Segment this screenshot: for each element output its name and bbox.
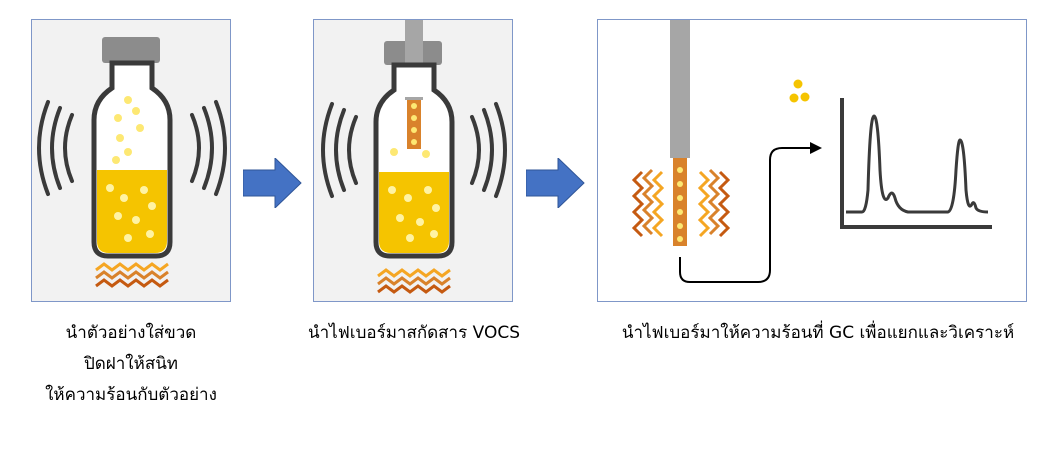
heat-waves-icon — [631, 168, 731, 238]
step-3-panel — [597, 19, 1027, 302]
heat-waves-icon — [377, 268, 451, 294]
chromatogram-icon — [840, 98, 992, 229]
caption-line: ให้ความร้อนกับตัวอย่าง — [45, 385, 217, 405]
vibration-waves-icon — [37, 100, 227, 196]
spme-fiber-icon — [407, 97, 421, 149]
bubbles — [106, 96, 156, 242]
caption-line: ปิดฝาให้สนิท — [83, 354, 179, 374]
gc-analysis-illustration — [631, 20, 992, 283]
step-3-caption: นำไฟเบอร์มาให้ความร้อนที่ GC เพื่อแยกและ… — [583, 318, 1053, 349]
step-2-panel — [313, 19, 513, 302]
caption-line: นำตัวอย่างใส่ขวด — [65, 323, 197, 343]
sample-liquid — [97, 170, 167, 253]
vial-heating-illustration — [37, 37, 227, 288]
step-1-caption: นำตัวอย่างใส่ขวด ปิดฝาให้สนิท ให้ความร้อ… — [31, 318, 231, 411]
vibration-waves-icon — [321, 102, 507, 198]
process-arrow-1-icon — [243, 158, 302, 208]
flow-arrow-icon — [679, 147, 810, 283]
process-arrow-2-icon — [526, 158, 585, 208]
compound-dots-icon — [789, 79, 810, 103]
step-2-caption: นำไฟเบอร์มาสกัดสาร VOCS — [274, 318, 554, 349]
caption-line: นำไฟเบอร์มาให้ความร้อนที่ GC เพื่อแยกและ… — [621, 323, 1015, 343]
spme-needle-icon — [670, 20, 690, 158]
caption-line: นำไฟเบอร์มาสกัดสาร VOCS — [308, 323, 520, 343]
bubbles — [388, 148, 440, 242]
spme-fiber-icon — [673, 158, 687, 246]
sample-liquid — [379, 172, 449, 253]
heat-waves-icon — [95, 262, 169, 288]
vial-cap-icon — [102, 37, 160, 63]
step-1-panel — [31, 19, 231, 302]
fiber-extraction-illustration — [321, 20, 507, 294]
